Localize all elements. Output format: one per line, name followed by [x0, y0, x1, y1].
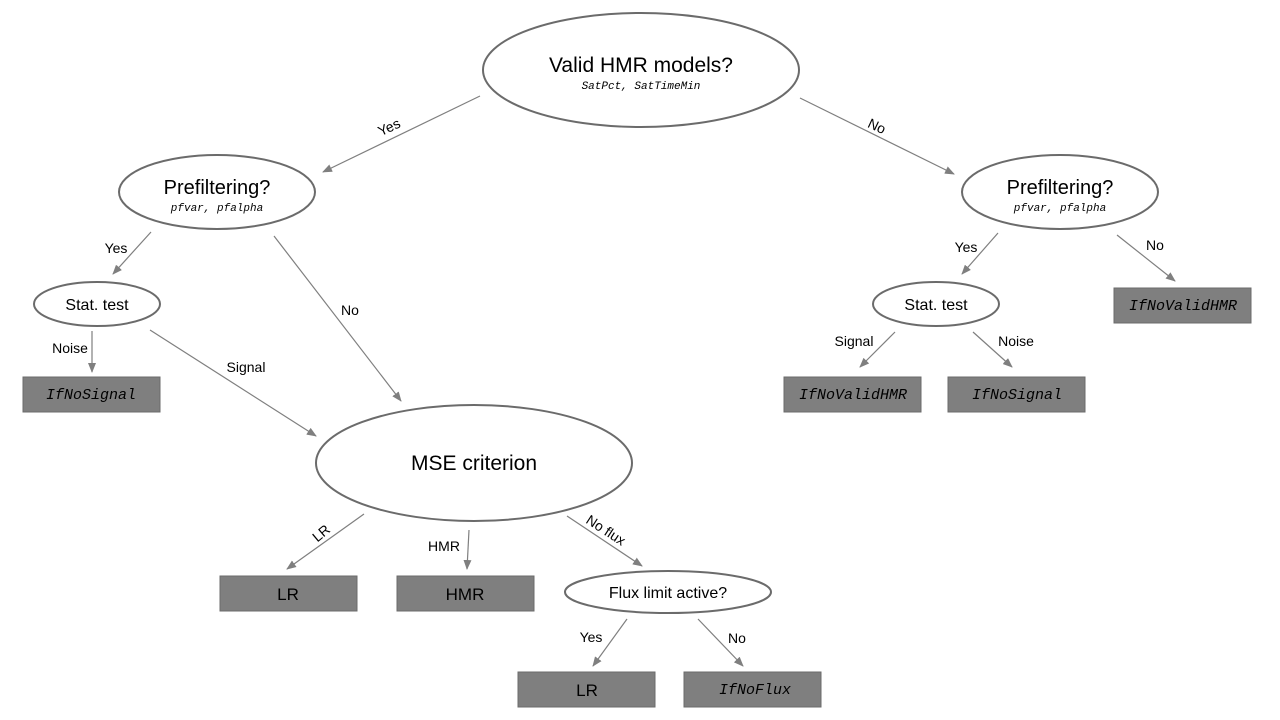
outcome-if-no-flux-label: IfNoFlux	[719, 682, 791, 699]
edge-label-pfl-no: No	[341, 302, 359, 318]
edge-label-pfr-yes: Yes	[955, 239, 978, 255]
node-prefilter-right-params: pfvar, pfalpha	[1013, 203, 1106, 215]
edge-label-mse-hmr: HMR	[428, 538, 460, 554]
node-flux-limit: Flux limit active?	[564, 570, 772, 614]
node-stat-left-title: Stat. test	[65, 297, 129, 314]
outcome-if-no-signal-right: IfNoSignal	[947, 376, 1086, 413]
node-prefilter-left: Prefiltering? pfvar, pfalpha	[118, 154, 316, 230]
outcome-if-no-valid-hmr-right: IfNoValidHMR	[783, 376, 922, 413]
outcome-hmr-mse: HMR	[396, 575, 535, 612]
edge-pfr-no	[1116, 234, 1176, 282]
node-prefilter-left-title: Prefiltering?	[164, 177, 271, 199]
outcome-lr-mse-label: LR	[277, 585, 299, 604]
node-prefilter-left-params: pfvar, pfalpha	[170, 203, 263, 215]
edge-root-yes	[322, 95, 481, 173]
outcome-lr-mse: LR	[219, 575, 358, 612]
edge-label-statr-noise: Noise	[998, 333, 1034, 349]
edges	[88, 95, 1176, 667]
edge-statl-signal	[149, 329, 317, 437]
edge-pfl-yes	[112, 231, 152, 275]
edge-statr-noise	[972, 331, 1013, 368]
outcome-hmr-mse-label: HMR	[446, 585, 485, 604]
outcome-if-no-valid-hmr-top-right: IfNoValidHMR	[1113, 287, 1252, 324]
outcome-lr-flux-label: LR	[576, 681, 598, 700]
edge-mse-noflux	[566, 515, 643, 567]
outcome-if-no-signal-right-label: IfNoSignal	[972, 387, 1062, 404]
edge-mse-hmr	[463, 529, 472, 570]
node-prefilter-right-title: Prefiltering?	[1007, 177, 1114, 199]
edge-pfl-no	[273, 235, 402, 402]
edge-flux-yes	[592, 618, 628, 667]
edge-label-mse-lr: LR	[309, 521, 333, 545]
node-root-params: SatPct, SatTimeMin	[582, 81, 701, 93]
outcome-if-no-valid-hmr-top-right-label: IfNoValidHMR	[1129, 298, 1237, 315]
edge-labels: Yes No Yes No Noise Signal Yes No Signal…	[52, 115, 1164, 646]
node-root-title: Valid HMR models?	[549, 54, 733, 77]
edge-label-pfl-yes: Yes	[105, 240, 128, 256]
node-mse: MSE criterion	[315, 404, 633, 522]
node-stat-right: Stat. test	[872, 281, 1000, 327]
edge-label-statl-noise: Noise	[52, 340, 88, 356]
node-stat-left: Stat. test	[33, 281, 161, 327]
edge-label-root-no: No	[866, 115, 889, 137]
edge-pfr-yes	[961, 232, 999, 275]
edge-label-statr-signal: Signal	[835, 333, 874, 349]
outcome-if-no-flux: IfNoFlux	[683, 671, 822, 708]
edge-label-mse-noflux: No flux	[583, 511, 628, 548]
edge-label-pfr-no: No	[1146, 237, 1164, 253]
node-root: Valid HMR models? SatPct, SatTimeMin	[482, 12, 800, 128]
edge-label-statl-signal: Signal	[227, 359, 266, 375]
node-mse-title: MSE criterion	[411, 452, 537, 475]
edge-flux-no	[697, 618, 744, 667]
edge-mse-lr	[286, 513, 365, 570]
node-flux-limit-title: Flux limit active?	[609, 585, 727, 602]
node-stat-right-title: Stat. test	[904, 297, 968, 314]
outcome-if-no-valid-hmr-right-label: IfNoValidHMR	[799, 387, 907, 404]
outcome-lr-flux: LR	[517, 671, 656, 708]
edge-label-flux-no: No	[728, 630, 746, 646]
outcome-if-no-signal-left-label: IfNoSignal	[46, 387, 136, 404]
edge-statr-signal	[859, 331, 896, 368]
edge-root-no	[799, 97, 955, 175]
edge-label-flux-yes: Yes	[580, 629, 603, 645]
outcome-if-no-signal-left: IfNoSignal	[22, 376, 161, 413]
node-prefilter-right: Prefiltering? pfvar, pfalpha	[961, 154, 1159, 230]
